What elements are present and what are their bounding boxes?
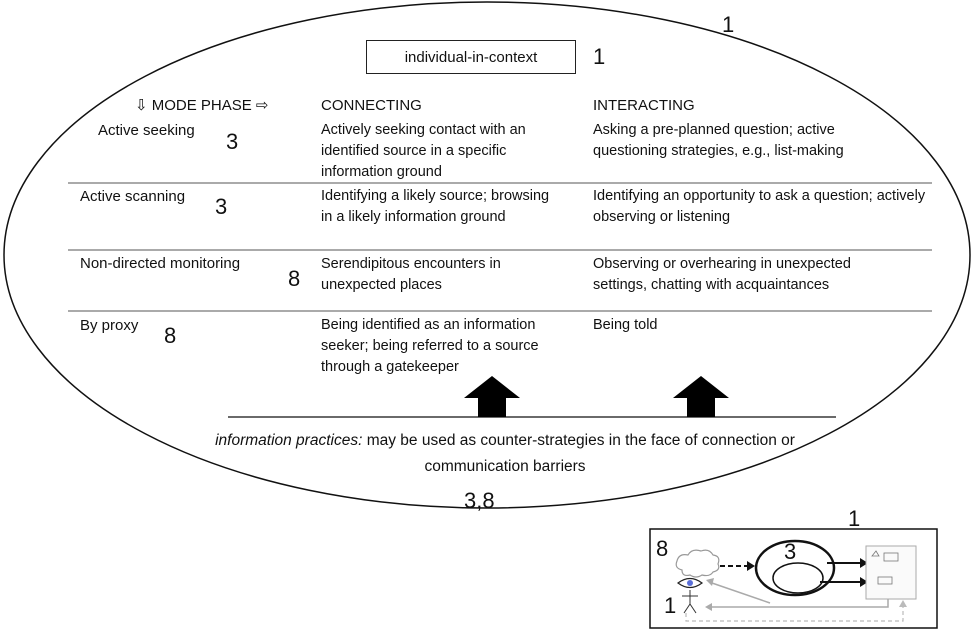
mode-phase-header: ⇩ MODE PHASE ⇨ <box>135 97 269 114</box>
cell-connecting-active-seeking: Actively seeking contact with an identif… <box>321 122 526 180</box>
inset-level-bottom: 1 <box>664 593 677 618</box>
cell-connecting-by-proxy: Being identified as an information seeke… <box>321 317 539 375</box>
inset-person-icon <box>676 577 704 614</box>
information-practices-text: may be used as counter-strategies in the… <box>362 432 795 475</box>
context-box: individual-in-context <box>366 40 576 74</box>
mode-active-seeking: Active seeking <box>98 122 195 139</box>
inset-gray-arrowhead-bottom <box>705 603 712 611</box>
inset-cloud-icon <box>675 549 720 578</box>
inset-resource-panel <box>865 545 917 600</box>
information-practices-note: information practices: may be used as co… <box>200 428 810 480</box>
inset-arrowhead-lower <box>860 577 868 587</box>
cell-interacting-non-directed-monitoring: Observing or overhearing in unexpected s… <box>593 256 851 293</box>
inset-gray-feedback-bottom <box>712 599 889 608</box>
mode-level-active-seeking: 3 <box>226 129 239 154</box>
practices-level-numbers: 3,8 <box>464 488 495 513</box>
mode-non-directed-monitoring: Non-directed monitoring <box>80 255 241 272</box>
mode-level-active-scanning: 3 <box>215 194 228 219</box>
inset-arrowhead-upper <box>860 558 868 568</box>
cell-connecting-non-directed-monitoring: Serendipitous encounters in unexpected p… <box>321 256 501 293</box>
cell-interacting-active-seeking: Asking a pre-planned question; active qu… <box>593 122 844 159</box>
inset-gray-arrowhead-loop <box>899 600 907 607</box>
up-arrow-connecting <box>464 376 520 417</box>
information-practices-term: information practices: <box>215 432 363 449</box>
inset-dashed-arrowhead <box>747 561 755 571</box>
connecting-header: CONNECTING <box>321 97 422 114</box>
inset-level-left: 8 <box>656 536 669 561</box>
inset-resource-icons <box>871 550 899 585</box>
mode-by-proxy: By proxy <box>80 317 139 334</box>
mode-active-scanning: Active scanning <box>80 188 186 205</box>
inset-inner-ring <box>772 562 824 594</box>
mode-level-by-proxy: 8 <box>164 323 177 348</box>
context-box-label: individual-in-context <box>404 48 538 66</box>
outer-context-ellipse <box>3 1 971 509</box>
context-level-number: 1 <box>593 44 606 69</box>
inset-gray-feedback-diagonal <box>711 582 771 604</box>
outer-level-number: 1 <box>722 12 735 37</box>
cell-connecting-active-scanning: Identifying a likely source; browsing in… <box>321 188 550 225</box>
inset-gray-arrowhead-diagonal <box>706 578 714 586</box>
mode-level-non-directed-monitoring: 8 <box>288 266 301 291</box>
cell-interacting-by-proxy: Being told <box>593 317 658 333</box>
inset-level-center: 3 <box>784 539 797 564</box>
inset-outer-ring <box>754 539 836 597</box>
up-arrow-interacting <box>673 376 729 417</box>
inset-gray-dashed-loop <box>685 605 904 622</box>
inset-level-top: 1 <box>848 506 861 531</box>
cell-interacting-active-scanning: Identifying an opportunity to ask a ques… <box>593 188 926 225</box>
interacting-header: INTERACTING <box>593 97 695 114</box>
